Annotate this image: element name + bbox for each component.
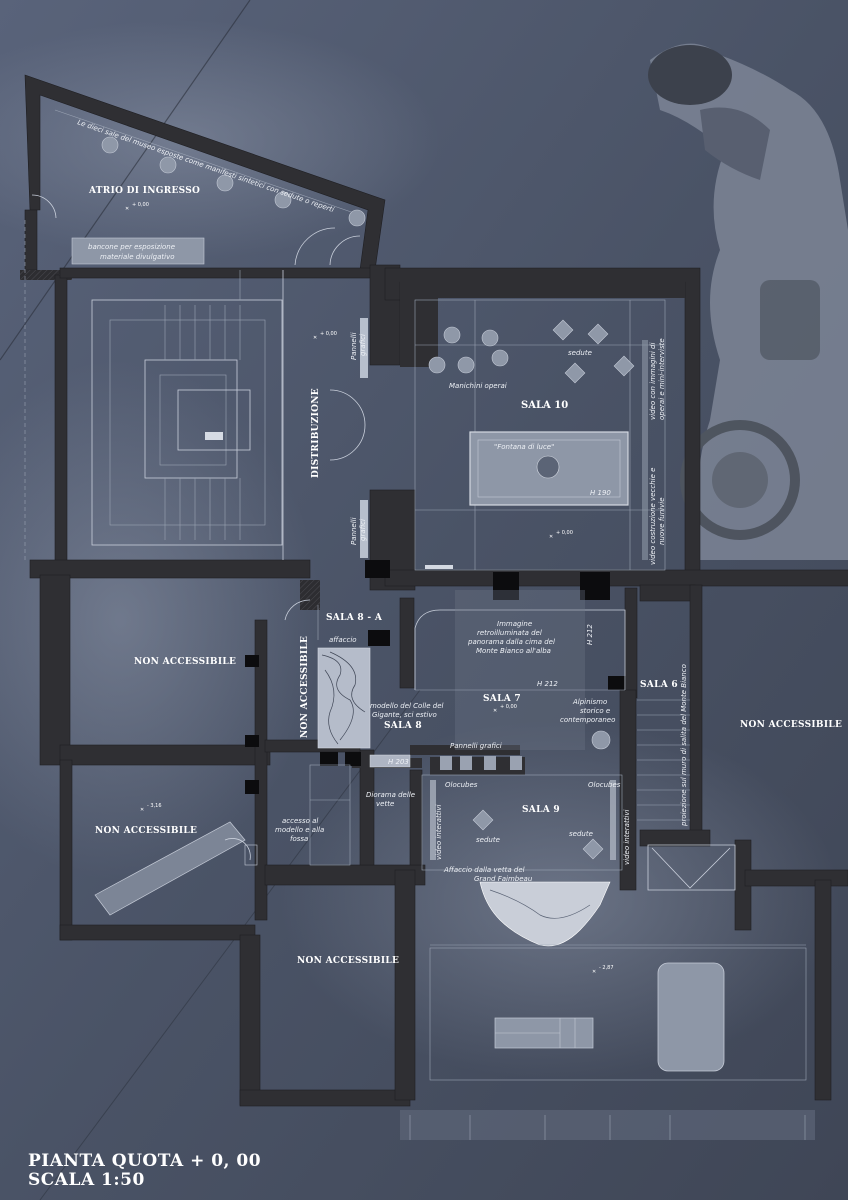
- svg-text:Olocubes: Olocubes: [588, 781, 621, 789]
- svg-text:✕: ✕: [125, 206, 129, 212]
- lower-table: [657, 962, 725, 1072]
- svg-text:grafici: grafici: [359, 334, 367, 356]
- svg-text:+ 0,00: + 0,00: [132, 202, 149, 208]
- atrio-details: [24, 109, 366, 560]
- svg-text:Grand Faimbeau: Grand Faimbeau: [474, 875, 533, 883]
- sala10-details: [414, 299, 666, 571]
- room-labels: ATRIO DI INGRESSO DISTRIBUZIONE SALA 10 …: [88, 186, 842, 966]
- svg-text:Manichini operai: Manichini operai: [449, 382, 507, 390]
- svg-text:video interattivi: video interattivi: [435, 804, 443, 860]
- svg-text:sedute: sedute: [569, 830, 593, 838]
- sala6-stair: [637, 699, 690, 821]
- svg-text:video costruzione vecchie e: video costruzione vecchie e: [649, 468, 657, 565]
- svg-text:modello del Colle del: modello del Colle del: [370, 702, 444, 710]
- svg-text:storico e: storico e: [580, 707, 610, 715]
- svg-text:retroilluminata del: retroilluminata del: [477, 629, 542, 637]
- svg-text:Alpinismo: Alpinismo: [572, 698, 607, 706]
- label-sala8a: SALA 8 - A: [326, 613, 383, 623]
- bancone: [71, 237, 205, 265]
- svg-text:vette: vette: [376, 800, 394, 808]
- svg-text:modello e alla: modello e alla: [275, 826, 324, 834]
- svg-text:video con immagini di: video con immagini di: [649, 343, 657, 420]
- svg-text:Monte Bianco all'alba: Monte Bianco all'alba: [476, 647, 551, 655]
- svg-text:Gigante, sci estivo: Gigante, sci estivo: [372, 711, 437, 719]
- modello-colle-gigante: [317, 647, 371, 749]
- svg-text:- 3,16: - 3,16: [147, 803, 162, 809]
- plan-title: PIANTA QUOTA + 0, 00: [28, 1151, 262, 1171]
- svg-text:H 190: H 190: [590, 489, 611, 497]
- label-sala7: SALA 7: [483, 694, 521, 704]
- svg-text:accesso al: accesso al: [282, 817, 318, 825]
- svg-text:nuove funivie: nuove funivie: [658, 497, 666, 545]
- plan-scale: SCALA 1:50: [28, 1170, 145, 1190]
- sala9-details: [421, 774, 623, 947]
- label-non-accessibile-1: NON ACCESSIBILE: [134, 657, 236, 667]
- pillars: [245, 560, 626, 794]
- label-non-accessibile-3: NON ACCESSIBILE: [297, 956, 399, 966]
- svg-text:Pannelli: Pannelli: [350, 332, 358, 360]
- label-sala10: SALA 10: [521, 400, 568, 411]
- level-markers: ✕+ 0,00 ✕+ 0,00 ✕+ 0,00 ✕+ 0,00 ✕- 3,16 …: [125, 202, 614, 975]
- svg-text:✕: ✕: [140, 807, 144, 813]
- worker-photo: [648, 43, 848, 561]
- svg-text:proiezione sul muro di salita: proiezione sul muro di salita del Monte …: [680, 664, 688, 827]
- svg-text:Pannelli grafici: Pannelli grafici: [450, 742, 502, 750]
- svg-text:✕: ✕: [313, 335, 317, 341]
- svg-text:✕: ✕: [592, 969, 596, 975]
- svg-text:+ 0,00: + 0,00: [556, 530, 573, 536]
- svg-text:✕: ✕: [549, 534, 553, 540]
- svg-text:+ 0,00: + 0,00: [500, 704, 517, 710]
- lower-hall: [400, 844, 815, 1140]
- label-non-accessibile-2: NON ACCESSIBILE: [95, 826, 197, 836]
- svg-text:Diorama delle: Diorama delle: [366, 791, 415, 799]
- svg-text:H 203: H 203: [388, 758, 409, 766]
- svg-text:video interattivi: video interattivi: [623, 809, 631, 865]
- svg-text:Immagine: Immagine: [497, 620, 532, 628]
- svg-text:H 212: H 212: [586, 624, 594, 645]
- non-accessibile-details: [94, 764, 351, 916]
- label-sala6: SALA 6: [640, 680, 678, 690]
- label-atrio: ATRIO DI INGRESSO: [88, 186, 200, 196]
- svg-text:operai e mini-interviste: operai e mini-interviste: [658, 338, 666, 420]
- staircase: [91, 270, 284, 560]
- building-walls: [20, 74, 848, 1107]
- svg-text:Pannelli: Pannelli: [350, 517, 358, 545]
- label-sala8: SALA 8: [384, 721, 422, 731]
- label-non-accessibile-4: NON ACCESSIBILE: [740, 720, 842, 730]
- svg-text:materiale divulgativo: materiale divulgativo: [100, 253, 175, 261]
- svg-text:affaccio: affaccio: [329, 636, 357, 644]
- svg-text:bancone per esposizione: bancone per esposizione: [88, 243, 175, 251]
- svg-text:Olocubes: Olocubes: [445, 781, 478, 789]
- svg-text:Affaccio dalla vetta del: Affaccio dalla vetta del: [443, 866, 525, 874]
- svg-text:+ 0,00: + 0,00: [320, 331, 337, 337]
- svg-text:H 212: H 212: [537, 680, 558, 688]
- distribuzione-details: [329, 318, 368, 558]
- svg-text:contemporaneo: contemporaneo: [560, 716, 615, 724]
- label-distribuzione: DISTRIBUZIONE: [311, 388, 321, 478]
- svg-text:✕: ✕: [493, 708, 497, 714]
- svg-text:fossa: fossa: [290, 835, 308, 843]
- sala7-sala8-details: [284, 590, 626, 770]
- svg-text:sedute: sedute: [568, 349, 592, 357]
- svg-text:- 2,87: - 2,87: [599, 965, 614, 971]
- svg-text:panorama dalla cima del: panorama dalla cima del: [467, 638, 555, 646]
- label-sala9: SALA 9: [522, 805, 560, 815]
- plan-caption: PIANTA QUOTA + 0, 00 SCALA 1:50: [28, 1152, 261, 1190]
- svg-text:"Fontana di luce": "Fontana di luce": [494, 443, 554, 451]
- label-non-accessibile-5: NON ACCESSIBILE: [300, 636, 310, 738]
- svg-text:sedute: sedute: [476, 836, 500, 844]
- svg-text:grafici: grafici: [359, 519, 367, 541]
